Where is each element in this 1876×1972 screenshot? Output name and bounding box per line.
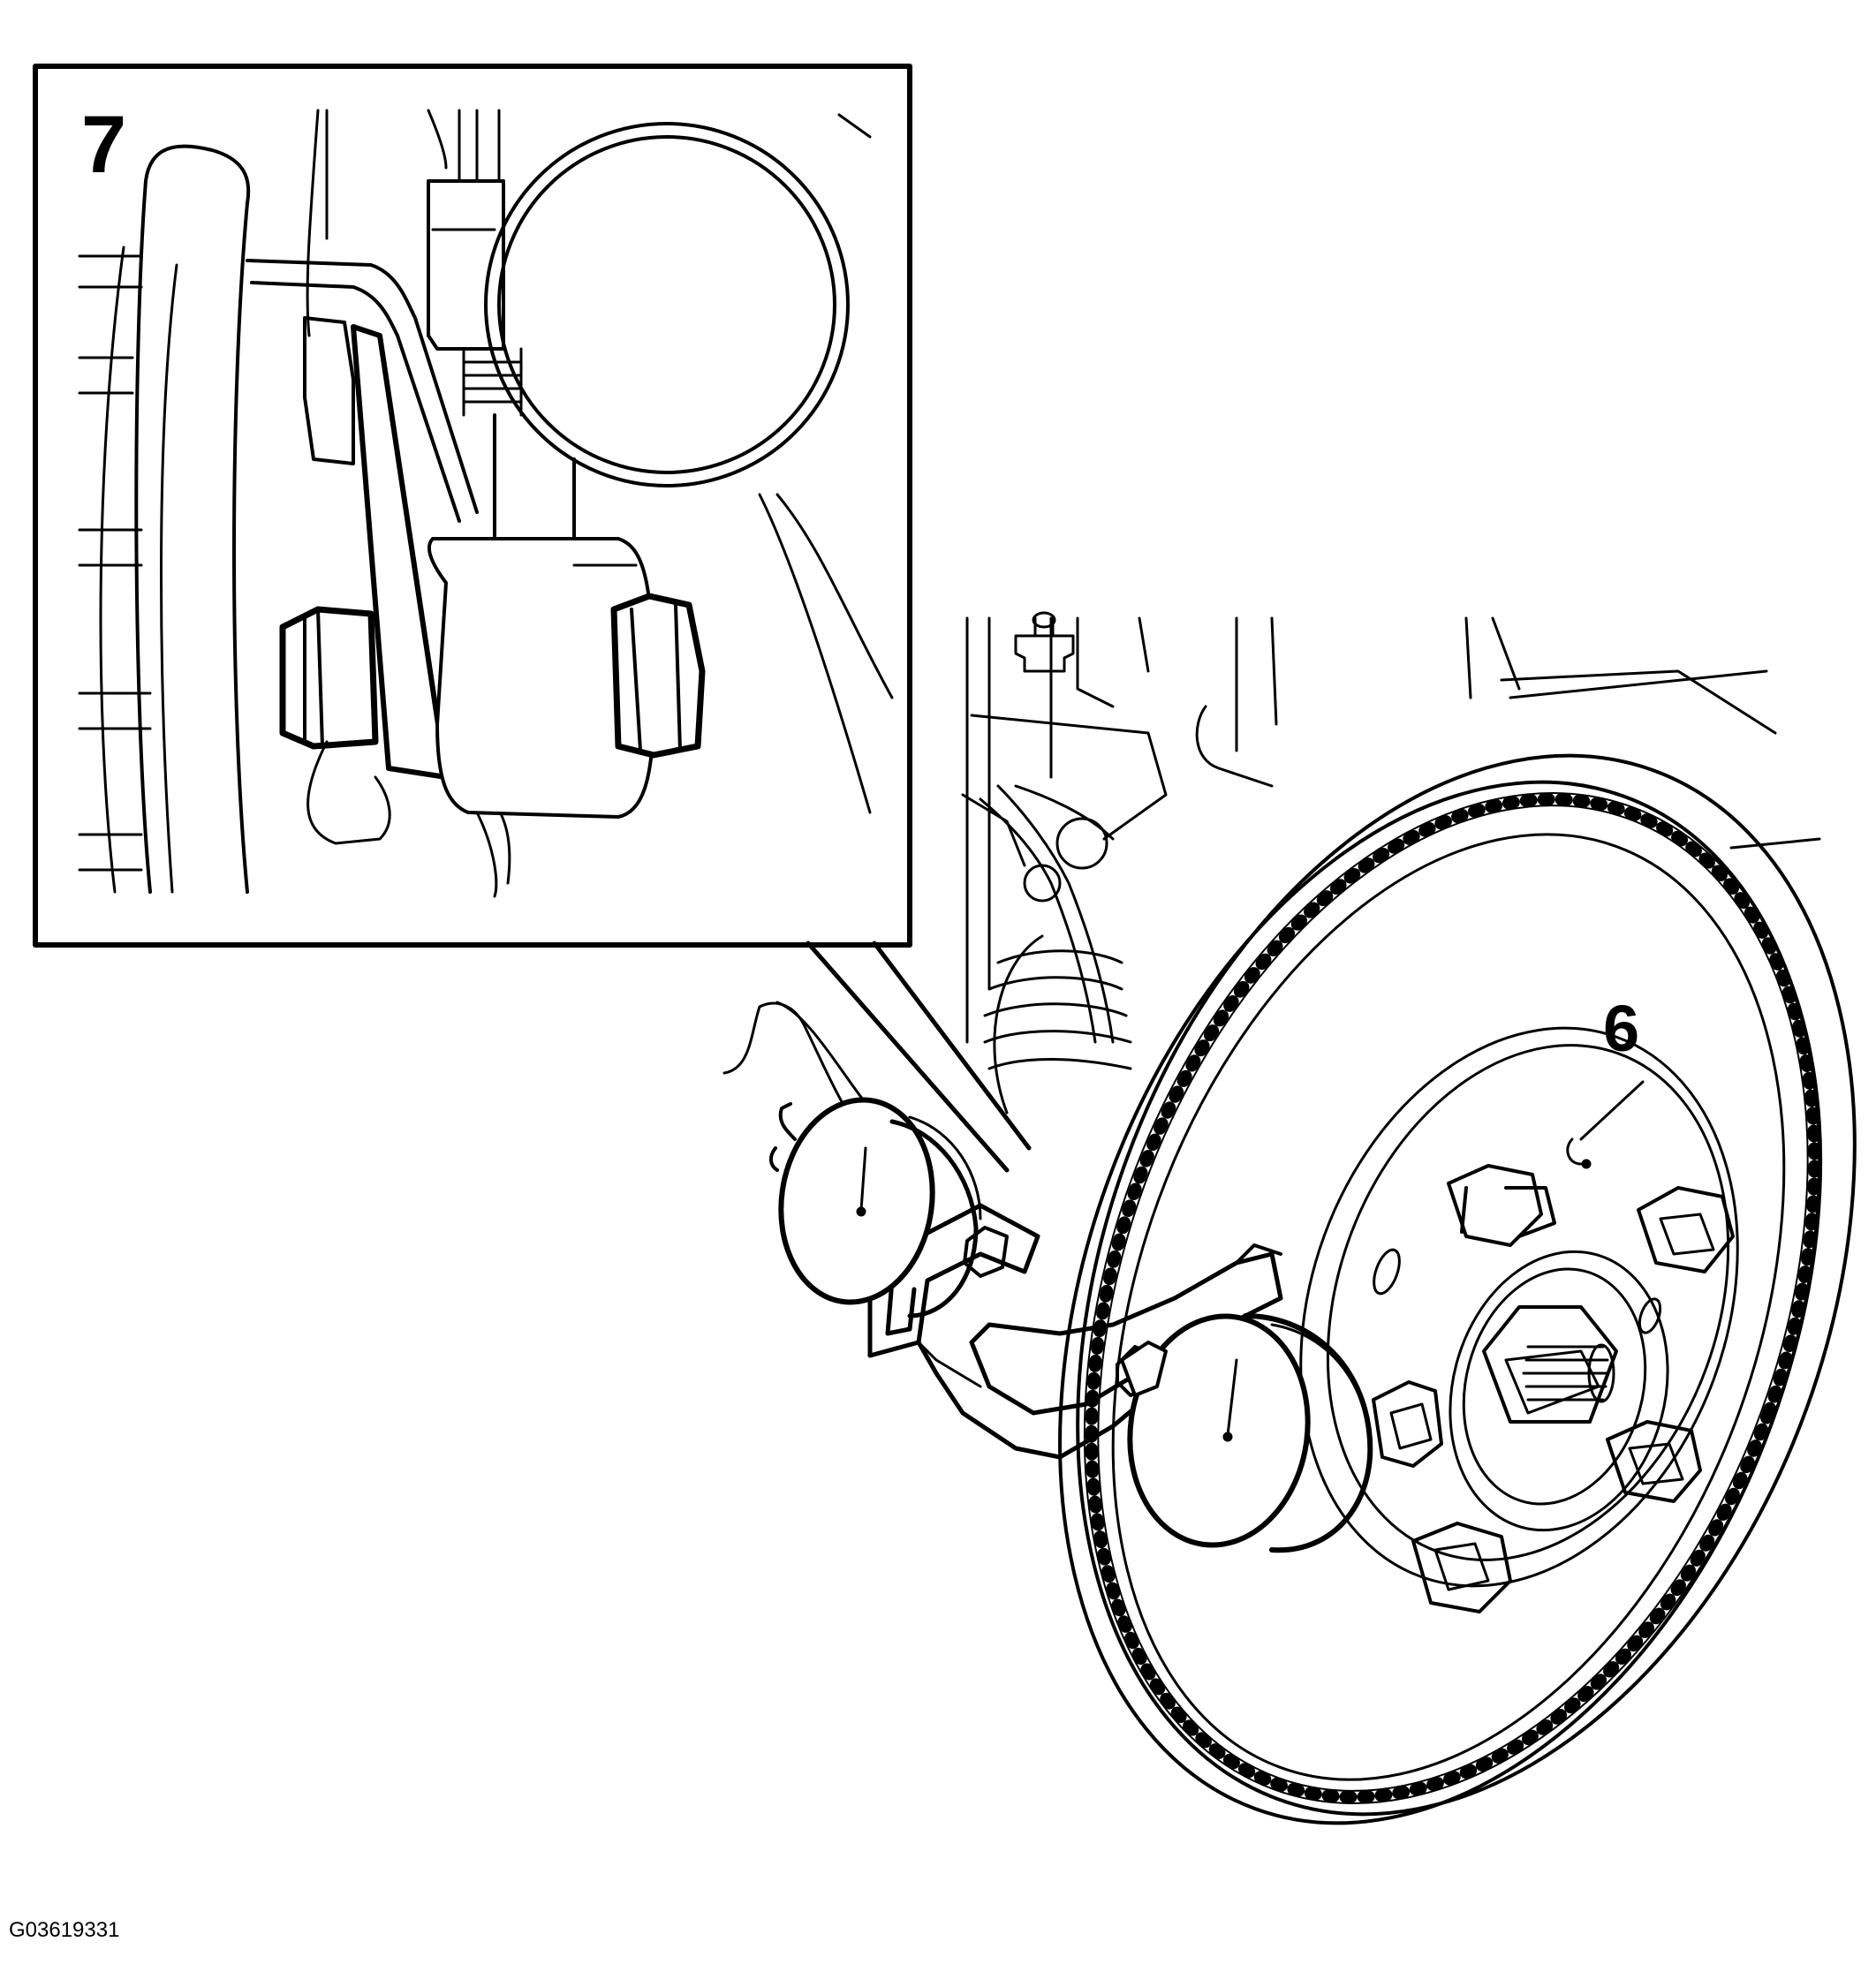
figure-code: G03619331 — [9, 1918, 120, 1942]
dial-indicator-icon — [1120, 1313, 1373, 1553]
dial-indicator-icon — [769, 1097, 982, 1318]
grease-fitting-icon — [1014, 611, 1075, 673]
callout-label-6: 6 — [1603, 992, 1640, 1065]
cv-boot — [983, 949, 1132, 1070]
hub-nut-icon — [1482, 1305, 1618, 1424]
brake-disc-icon — [1058, 753, 1857, 1825]
wheel-stud-icon — [1372, 1164, 1735, 1613]
callout-6-leader — [1579, 1080, 1645, 1141]
abs-sensor-cable — [979, 784, 1115, 1044]
suspension-strut — [961, 616, 1821, 1114]
callout-label-7: 7 — [81, 100, 127, 190]
hex-nut-icon — [610, 593, 706, 759]
hex-nut-icon — [279, 606, 379, 750]
inset-detail-drawing — [78, 109, 894, 898]
